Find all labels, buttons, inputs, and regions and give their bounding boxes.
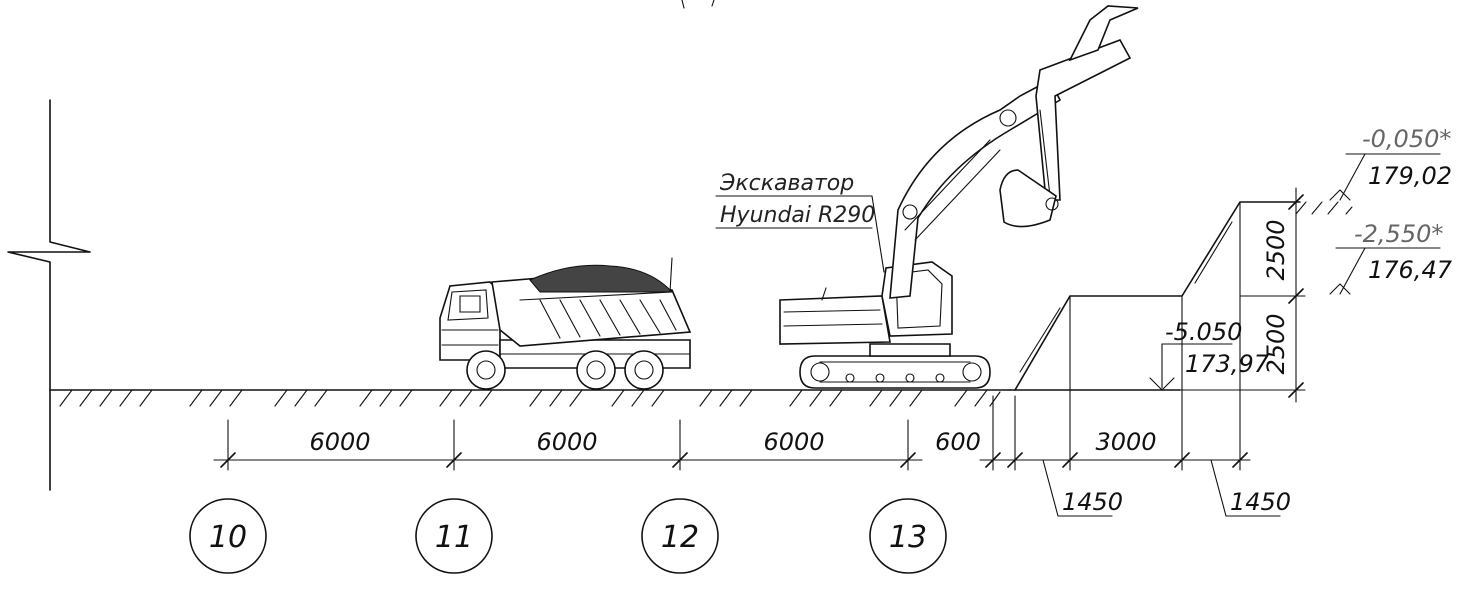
dim-span-11-12: 6000: [536, 428, 597, 456]
slope-dimension-leaders: 1450 1450: [1042, 459, 1291, 517]
axis-marker-13: 13: [869, 498, 947, 574]
level-mark-bottom: -5.050 173,97: [1149, 318, 1270, 391]
axis-label: 10: [209, 520, 247, 555]
dim-span-10-11: 6000: [309, 428, 370, 456]
level-bottom-absolute: 173,97: [1185, 350, 1270, 378]
excavator-label-line1: Экскаватор: [719, 171, 854, 196]
extension-lines: [227, 201, 1241, 471]
dim-slope-lower-1450: 1450: [1062, 488, 1123, 516]
dim-berm-3000: 3000: [1095, 428, 1156, 456]
excavator-callout: Экскаватор Hyundai R290: [715, 171, 885, 273]
axis-label: 13: [889, 520, 927, 555]
dim-height-lower-2500: 2500: [1262, 313, 1290, 374]
top-remnant-marks: [681, 0, 715, 9]
excavator-label-line2: Hyundai R290: [720, 203, 875, 228]
dim-slope-upper-1450: 1450: [1230, 488, 1291, 516]
level-bottom-relative: -5.050: [1165, 318, 1242, 346]
dim-height-upper-2500: 2500: [1262, 219, 1290, 280]
axis-label: 12: [661, 520, 699, 555]
dimension-chain: 6000 6000 6000 600 3000: [213, 428, 1251, 468]
ground-hatching: [59, 389, 1001, 407]
level-top-absolute: 179,02: [1368, 162, 1452, 190]
vertical-dimension-chain: 2500 2500: [1179, 187, 1306, 403]
level-mark-berm: -2,550* 176,47: [1329, 220, 1453, 295]
axis-marker-11: 11: [415, 498, 493, 574]
axis-marker-12: 12: [641, 498, 719, 574]
level-berm-absolute: 176,47: [1368, 256, 1453, 284]
axis-label: 11: [435, 520, 473, 555]
level-top-relative: -0,050*: [1362, 125, 1451, 153]
level-mark-top: -0,050* 179,02: [1329, 125, 1452, 201]
level-berm-relative: -2,550*: [1354, 220, 1443, 248]
dim-span-12-13: 6000: [763, 428, 824, 456]
dump-truck-illustration: [439, 257, 692, 390]
dim-offset-600: 600: [935, 428, 981, 456]
excavator-illustration: [779, 5, 1139, 389]
axis-marker-10: 10: [189, 498, 267, 574]
left-break-line: [7, 99, 91, 491]
